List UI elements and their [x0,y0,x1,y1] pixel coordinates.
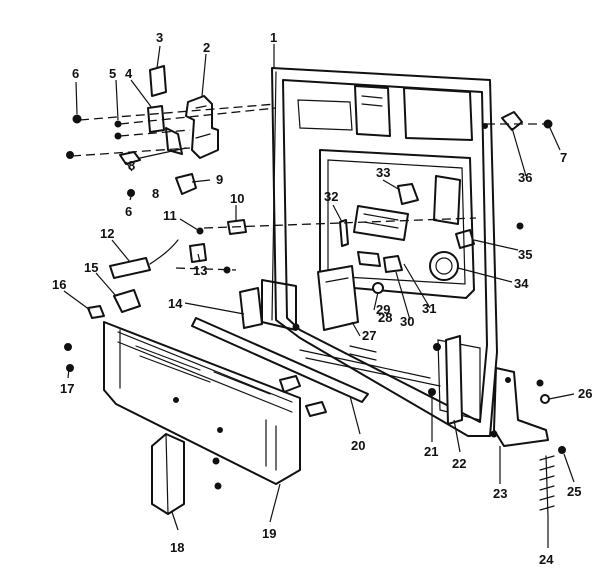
label-part-36: 36 [518,170,532,185]
label-part-9: 9 [216,172,223,187]
assembly-dashed-lines [71,103,546,271]
label-part-26: 26 [578,386,592,401]
label-part-6: 6 [125,204,132,219]
label-part-13: 13 [193,263,207,278]
label-part-23: 23 [493,486,507,501]
leader-lines [63,44,575,548]
label-part-25: 25 [567,484,581,499]
label-part-33: 33 [376,165,390,180]
label-part-31: 31 [422,301,436,316]
label-part-8: 8 [128,158,135,173]
label-part-1: 1 [270,30,277,45]
label-part-2: 2 [203,40,210,55]
label-part-35: 35 [518,247,532,262]
label-part-15: 15 [84,260,98,275]
label-part-21: 21 [424,444,438,459]
label-part-8-lower: 8 [152,186,159,201]
label-part-6-upper: 6 [72,66,79,81]
hinge-assembly [445,111,566,517]
label-part-18: 18 [170,540,184,555]
small-components [64,173,247,372]
insulation-block [151,433,185,515]
label-part-5: 5 [109,66,116,81]
label-part-7: 7 [560,150,567,165]
label-part-20: 20 [351,438,365,453]
label-part-10: 10 [230,191,244,206]
label-part-14: 14 [168,296,183,311]
label-part-32: 32 [324,189,338,204]
seal-strip [191,279,369,403]
label-part-27: 27 [362,328,376,343]
detergent-dispenser [317,175,475,361]
label-part-12: 12 [100,226,114,241]
label-part-19: 19 [262,526,276,541]
inner-door-panel [271,67,498,438]
label-part-4: 4 [125,66,133,81]
label-part-34: 34 [514,276,529,291]
label-part-3: 3 [156,30,163,45]
control-panel [103,321,327,490]
part-labels: 1 2 3 4 5 6 7 8 9 10 11 12 13 14 15 16 1… [52,30,592,567]
label-part-22: 22 [452,456,466,471]
label-part-11: 11 [163,208,177,223]
label-part-29: 29 [376,302,390,317]
label-part-16: 16 [52,277,66,292]
label-part-24: 24 [539,552,554,567]
label-part-30: 30 [400,314,414,329]
label-part-28: 28 [378,310,392,325]
latch-assembly [66,65,219,197]
label-part-17: 17 [60,381,74,396]
